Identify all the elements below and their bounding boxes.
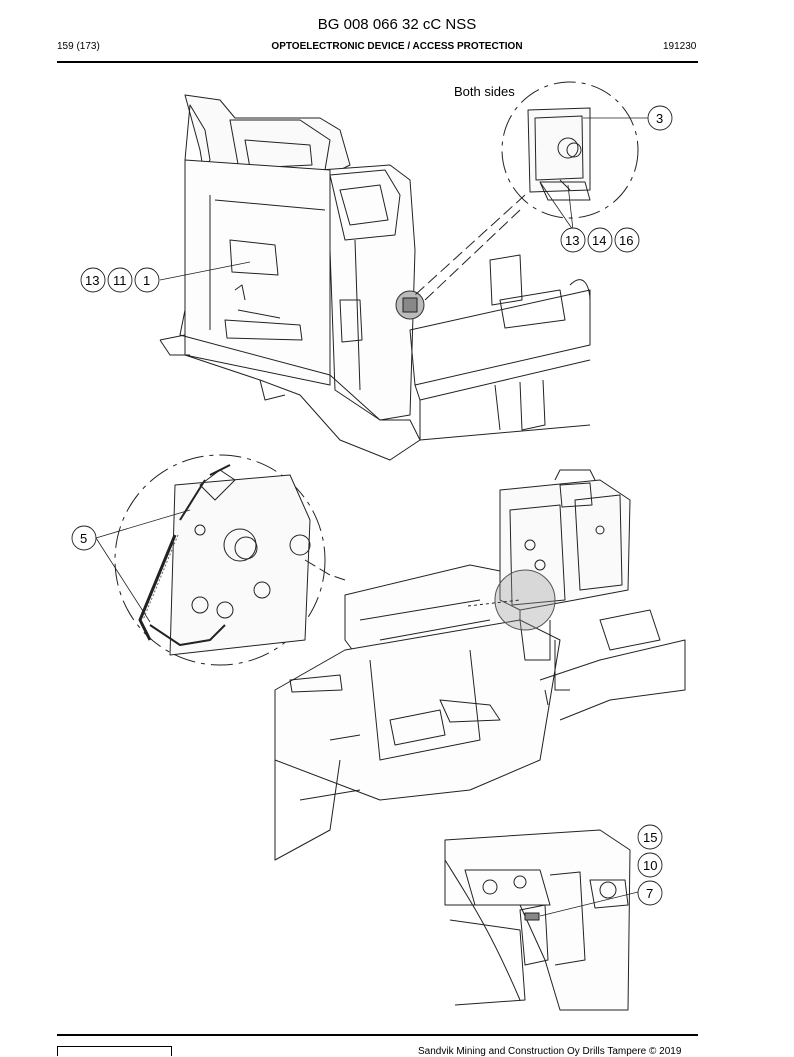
- both-sides-note: Both sides: [454, 84, 515, 99]
- detail-view-top: [414, 81, 639, 301]
- lower-assembly-illustration: [444, 829, 631, 1011]
- footer-copyright: Sandvik Mining and Construction Oy Drill…: [418, 1046, 682, 1057]
- sandvik-logo: [57, 1046, 172, 1056]
- callout-14: 14: [592, 233, 607, 248]
- callout-16: 16: [619, 233, 634, 248]
- detail-view-middle: [114, 454, 346, 666]
- callout-13b: 13: [85, 273, 100, 288]
- callout-7: 7: [646, 886, 654, 901]
- callout-5: 5: [80, 531, 88, 546]
- callout-3: 3: [656, 111, 664, 126]
- page-number: 159 (173): [57, 41, 100, 52]
- callout-13: 13: [565, 233, 580, 248]
- date-code: 191230: [663, 41, 697, 52]
- footer-rule: [57, 1034, 698, 1036]
- section-title: OPTOELECTRONIC DEVICE / ACCESS PROTECTIO…: [271, 41, 523, 52]
- callout-11: 11: [113, 273, 127, 288]
- upper-assembly-illustration: [159, 94, 591, 461]
- callout-circles: [71, 105, 673, 906]
- middle-assembly-illustration: [274, 469, 686, 861]
- callout-10: 10: [643, 858, 658, 873]
- callout-15: 15: [643, 830, 658, 845]
- callout-1: 1: [143, 273, 151, 288]
- document-title: BG 008 066 32 cC NSS: [317, 16, 477, 33]
- header-rule: [57, 61, 698, 63]
